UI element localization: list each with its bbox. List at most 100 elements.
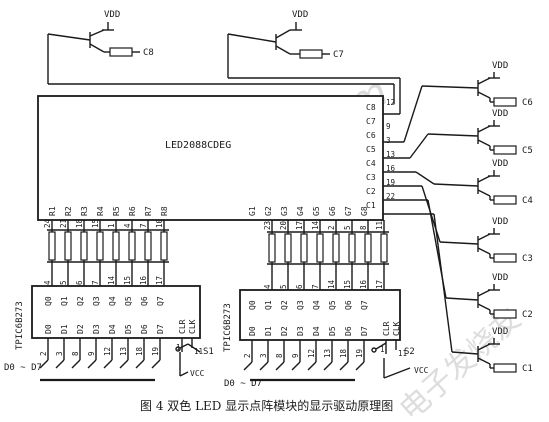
resistor [96, 231, 104, 261]
res-pin-num: 20 [279, 220, 288, 230]
red-pin-R1: R1 [48, 206, 57, 216]
vdd-label: VDD [492, 217, 508, 227]
d-pin-D2: D2 [280, 326, 289, 336]
resistor [493, 363, 517, 373]
switch-s1: S1 VCC [175, 343, 214, 378]
q-pin-num: 17 [375, 280, 384, 289]
col-pin-C7: C7 [366, 117, 376, 126]
display-chip-box [37, 95, 384, 221]
res-pin-num: 4 [123, 223, 132, 228]
resistor [48, 231, 56, 261]
green-pin-G5: G5 [312, 206, 321, 216]
q-pin-num: 16 [139, 275, 148, 285]
d-pin-D4: D4 [312, 326, 321, 336]
d-pin-num: 13 [119, 347, 128, 356]
clr-num: 1 [380, 345, 385, 354]
q-pin-num: 6 [75, 280, 84, 285]
watermark-cn: 电子发烧友 [393, 301, 528, 422]
q-pin-Q7: Q7 [156, 296, 165, 306]
res-pin-num: 18 [75, 218, 84, 228]
red-pin-R2: R2 [64, 206, 73, 216]
d-pin-num: 2 [39, 351, 48, 356]
resistor [493, 145, 517, 155]
label-c6: C6 [522, 98, 533, 108]
transistor-c7: VDD C7 [227, 10, 401, 115]
q-pin-num: 5 [59, 280, 68, 285]
resistor [493, 195, 517, 205]
d-pin-D3: D3 [92, 324, 101, 334]
resistor [80, 231, 88, 261]
red-pin-R6: R6 [128, 206, 137, 216]
col-pin-C4: C4 [366, 159, 376, 168]
col-pin-C6: C6 [366, 131, 376, 140]
clr-pin: CLR [382, 321, 391, 336]
q-pin-num: 7 [311, 284, 320, 289]
d-pin-num: 3 [55, 351, 64, 356]
res-pin-num: 24 [43, 218, 52, 228]
q-pin-num: 17 [155, 276, 164, 285]
q-pin-num: 15 [343, 280, 352, 289]
clk-num: 11 [398, 349, 407, 358]
transistor-c8: VDD C8 [47, 10, 395, 104]
resistor [268, 233, 276, 263]
d-pin-num: 19 [151, 347, 160, 356]
red-pin-R3: R3 [80, 206, 89, 216]
q-pin-num: 4 [263, 284, 272, 289]
green-pin-G6: G6 [328, 206, 337, 216]
driver-left-label: TPIC6B273 [15, 301, 25, 350]
d-pin-D1: D1 [264, 326, 273, 336]
q-pin-Q5: Q5 [124, 296, 133, 306]
resistor [128, 231, 136, 261]
res-pin-num: 1 [107, 223, 116, 228]
resistor [493, 253, 517, 263]
d-pin-D0: D0 [248, 326, 257, 336]
resistor [64, 231, 72, 261]
res-pin-num: 8 [359, 225, 368, 230]
label-c7: C7 [333, 50, 344, 60]
vdd-label-c8: VDD [104, 10, 120, 20]
q-pin-Q0: Q0 [248, 300, 257, 310]
q-pin-Q4: Q4 [312, 300, 321, 310]
res-pin-num: 21 [59, 219, 68, 228]
q-pin-Q2: Q2 [76, 296, 85, 306]
green-pin-G8: G8 [360, 206, 369, 216]
label-c5: C5 [522, 146, 533, 156]
col-pin-C5: C5 [366, 145, 376, 154]
d-pin-D6: D6 [140, 324, 149, 334]
q-pin-num: 14 [107, 275, 116, 285]
col-pin-num-3: 3 [386, 136, 391, 145]
resistor [284, 233, 292, 263]
driver-right-label: TPIC6B273 [223, 303, 233, 352]
d-pin-num: 9 [87, 351, 96, 356]
d-pin-num: 19 [355, 349, 364, 358]
d-pin-D4: D4 [108, 324, 117, 334]
label-c1: C1 [522, 364, 533, 374]
col-pin-num-19: 19 [386, 178, 395, 187]
q-pin-num: 6 [295, 284, 304, 289]
driver-left-box [31, 285, 201, 339]
res-pin-num: 23 [263, 221, 272, 230]
q-pin-Q4: Q4 [108, 296, 117, 306]
s1-label: S1 [203, 347, 214, 357]
resistor [316, 233, 324, 263]
label-c3: C3 [522, 254, 533, 264]
q-pin-Q0: Q0 [44, 296, 53, 306]
d-pin-D2: D2 [76, 324, 85, 334]
col-pin-C2: C2 [366, 187, 376, 196]
resistor [144, 231, 152, 261]
vcc-right-label: VCC [414, 366, 429, 375]
q-pin-num: 15 [123, 276, 132, 285]
green-pin-G3: G3 [280, 206, 289, 216]
res-pin-num: 11 [375, 221, 384, 230]
resistor [380, 233, 388, 263]
vdd-label-c7: VDD [292, 10, 308, 20]
q-pin-Q3: Q3 [92, 296, 101, 306]
figure-caption: 图 4 双色 LED 显示点阵模块的显示驱动原理图 [140, 398, 393, 413]
s2-label: S2 [404, 347, 415, 357]
q-pin-num: 5 [279, 284, 288, 289]
